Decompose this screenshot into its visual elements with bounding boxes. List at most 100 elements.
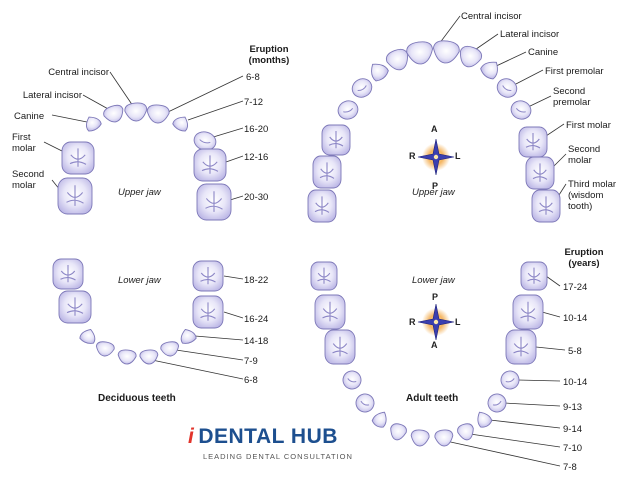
- adult-upper-tooth-6: [371, 63, 389, 82]
- deciduous-lower-tooth-6: [139, 349, 159, 365]
- deciduous-lower-tooth-4: [95, 341, 115, 357]
- eruption-deciduous-lateral-incisor: 7-12: [244, 97, 264, 108]
- adult-upper-tooth-10: [459, 45, 483, 68]
- compass-upper-anterior: A: [431, 124, 438, 134]
- leader-line-3: [51, 114, 88, 123]
- deciduous-lower-tooth-9: [192, 295, 224, 329]
- label-adult-lateral-incisor: Lateral incisor: [500, 29, 560, 40]
- label-deciduous-lateral-incisor: Lateral incisor: [22, 90, 82, 101]
- label-deciduous-canine: Canine: [14, 111, 45, 122]
- adult-lower-jaw-caption: Lower jaw: [412, 275, 455, 286]
- eruption-deciduous-second-molar: 20-30: [244, 192, 269, 203]
- adult-section-title: Adult teeth: [406, 393, 459, 404]
- leader-line-4: [43, 141, 65, 153]
- eruption-adult-first-premolar: 9-13: [563, 402, 583, 413]
- label-deciduous-second-molar: Second molar: [12, 169, 45, 191]
- adult-lower-tooth-9: [434, 429, 454, 447]
- eruption-adult-lateral-incisor: 7-10: [563, 443, 583, 454]
- deciduous-lower-tooth-2: [58, 290, 92, 324]
- brand-logo-name: DENTAL HUB: [198, 425, 338, 448]
- eruption-deciduous-first-molar: 12-16: [244, 152, 269, 163]
- label-adult-first-premolar: First premolar: [545, 66, 604, 77]
- compass-upper-left: L: [455, 151, 461, 161]
- eruption-deciduous-central-incisor: 6-8: [246, 72, 260, 83]
- deciduous-upper-tooth-10: [196, 183, 232, 221]
- adult-upper-tooth-4: [337, 100, 359, 120]
- label-adult-central-incisor: Central incisor: [461, 11, 522, 22]
- eruption-deciduous-lower-second-molar: 18-22: [244, 275, 269, 286]
- adult-lower-tooth-8: [410, 429, 430, 447]
- deciduous-lower-tooth-7: [160, 341, 180, 357]
- label-deciduous-first-molar: First molar: [12, 132, 36, 154]
- leader-line-26: [535, 346, 566, 351]
- leader-line-20: [525, 95, 552, 109]
- deciduous-lower-tooth-10: [192, 260, 224, 292]
- leader-line-10: [229, 195, 244, 201]
- deciduous-section-title: Deciduous teeth: [98, 393, 176, 404]
- leader-line-6: [167, 75, 244, 113]
- adult-upper-tooth-5: [351, 78, 373, 98]
- leader-line-14: [175, 349, 244, 361]
- label-adult-third-molar: Third molar (wisdom tooth): [568, 179, 617, 212]
- compass-lower-posterior: P: [432, 292, 439, 302]
- eruption-adult-second-premolar: 10-14: [563, 377, 588, 388]
- adult-lower-tooth-10: [457, 423, 474, 441]
- adult-upper-tooth-14: [518, 126, 548, 158]
- leader-line-30: [469, 433, 561, 448]
- leader-line-2: [82, 94, 111, 111]
- adult-lower-tooth-11: [477, 411, 493, 428]
- deciduous-lower-tooth-3: [79, 328, 96, 344]
- eruption-deciduous-lower-lateral-incisor: 7-9: [244, 356, 258, 367]
- adult-eruption-header: Eruption (years): [564, 247, 604, 269]
- label-adult-second-premolar: Second premolar: [553, 86, 591, 108]
- adult-lower-tooth-3: [324, 329, 356, 365]
- leader-line-13: [194, 335, 244, 341]
- label-adult-second-molar: Second molar: [568, 144, 601, 166]
- leader-line-11: [223, 275, 244, 280]
- deciduous-eruption-header: Eruption (months): [248, 44, 290, 66]
- adult-lower-tooth-16: [520, 261, 548, 291]
- adult-upper-tooth-2: [312, 155, 342, 189]
- eruption-deciduous-canine: 16-20: [244, 124, 269, 135]
- leader-line-7: [187, 100, 244, 121]
- adult-upper-tooth-3: [321, 124, 351, 156]
- leader-line-28: [503, 402, 561, 407]
- deciduous-upper-tooth-4: [103, 104, 124, 123]
- adult-lower-tooth-1: [310, 261, 338, 291]
- adult-lower-tooth-14: [505, 329, 537, 365]
- adult-lower-tooth-2: [314, 294, 346, 330]
- adult-upper-tooth-12: [496, 78, 518, 98]
- label-adult-canine: Canine: [528, 47, 559, 58]
- leader-line-24: [545, 275, 561, 287]
- adult-upper-tooth-16: [531, 189, 561, 223]
- deciduous-lower-tooth-5: [117, 349, 137, 365]
- brand-tagline: LEADING DENTAL CONSULTATION: [203, 452, 353, 461]
- leader-line-12: [223, 311, 244, 319]
- adult-lower-tooth-13: [500, 370, 520, 390]
- deciduous-upper-tooth-7: [172, 116, 189, 132]
- compass-lower-icon: [417, 303, 455, 341]
- leader-line-18: [491, 51, 527, 69]
- leader-line-31: [445, 440, 561, 467]
- compass-upper-right: R: [409, 151, 416, 161]
- adult-upper-tooth-9: [432, 40, 460, 64]
- compass-upper-posterior: P: [432, 181, 439, 191]
- deciduous-upper-tooth-9: [193, 148, 227, 182]
- adult-upper-tooth-1: [307, 189, 337, 223]
- leader-line-19: [511, 69, 544, 87]
- deciduous-upper-jaw-caption: Upper jaw: [118, 187, 161, 198]
- compass-lower-anterior: A: [431, 340, 438, 350]
- adult-upper-jaw-caption: Upper jaw: [412, 187, 455, 198]
- adult-lower-tooth-5: [355, 393, 375, 413]
- deciduous-upper-tooth-5: [124, 102, 148, 122]
- compass-lower-right: R: [409, 317, 416, 327]
- adult-upper-tooth-15: [525, 156, 555, 190]
- adult-upper-tooth-8: [406, 41, 434, 65]
- eruption-adult-second-molar: 10-14: [563, 313, 588, 324]
- compass-upper-icon: [417, 138, 455, 176]
- adult-lower-tooth-12: [487, 393, 507, 413]
- leader-line-15: [151, 359, 244, 380]
